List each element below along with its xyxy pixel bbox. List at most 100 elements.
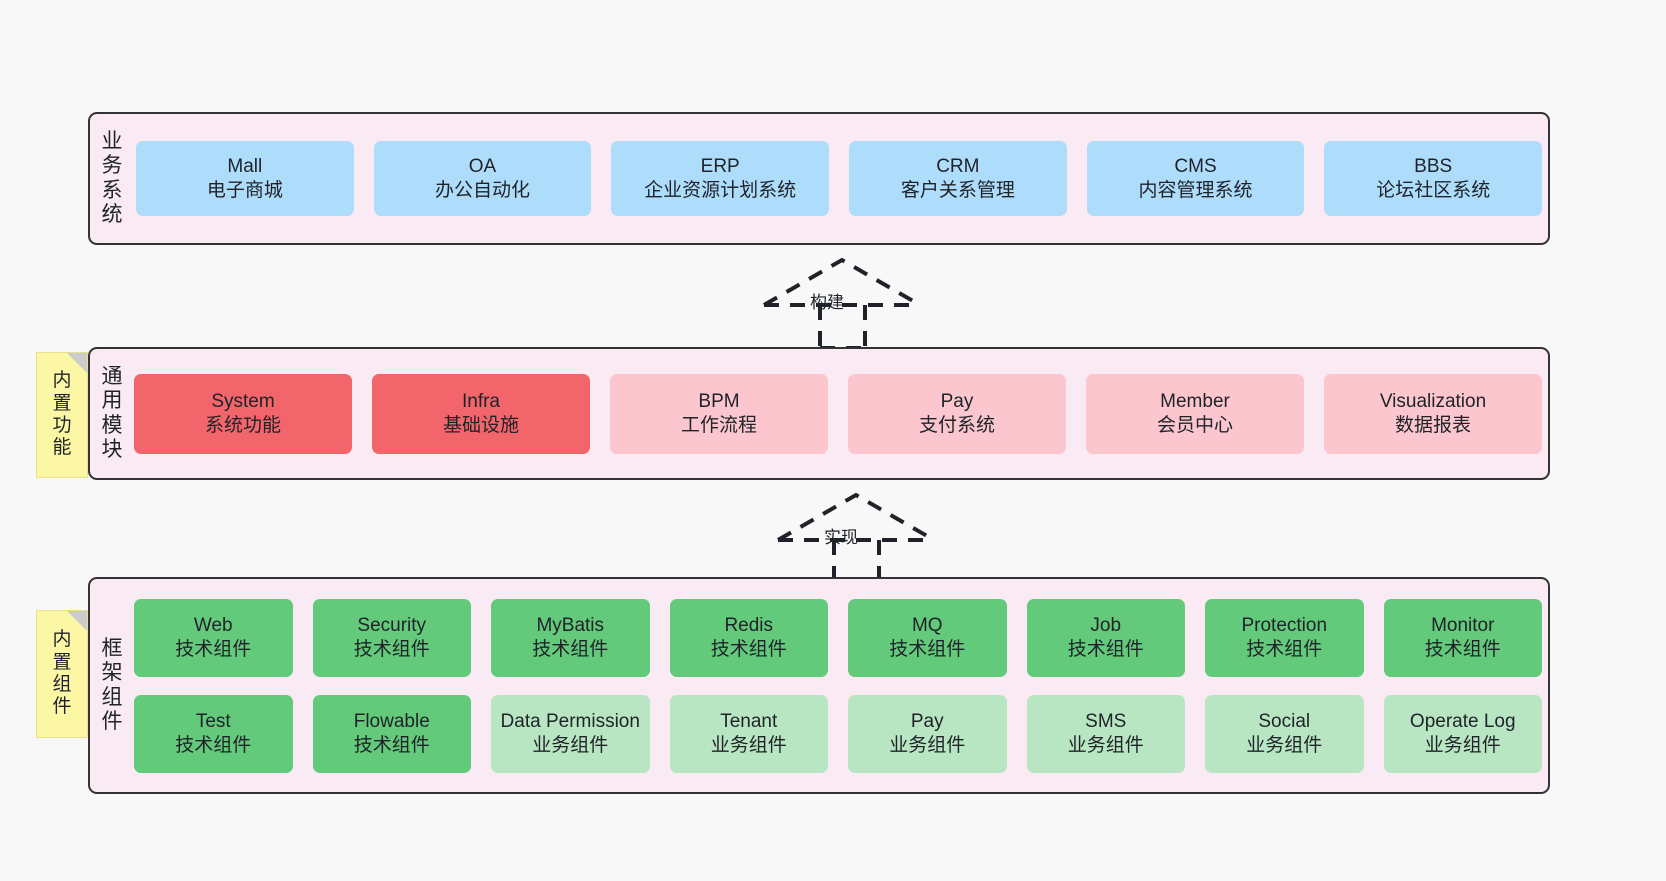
card-title-cn: 内容管理系统 (1138, 179, 1253, 201)
module-card-oa[interactable]: OA 办公自动化 (373, 141, 592, 216)
module-card-infra[interactable]: Infra 基础设施 (372, 373, 590, 454)
component-card-tenant[interactable]: Tenant 业务组件 (669, 694, 828, 773)
module-card-system[interactable]: System 系统功能 (134, 373, 352, 454)
layer-common-module: 通 用 模 块 System 系统功能 Infra 基础设施 BPM 工作流程 (88, 347, 1550, 480)
card-title-en: CMS (1174, 156, 1217, 178)
layer-label-char: 统 (101, 202, 123, 226)
module-card-mall[interactable]: Mall 电子商城 (136, 141, 354, 216)
component-card-operate-log[interactable]: Operate Log 业务组件 (1383, 694, 1542, 773)
layer-business-system: 业 务 系 统 Mall 电子商城 OA 办公自动化 ERP 企业资源计划系统 (88, 112, 1550, 245)
card-title-en: Job (1090, 615, 1122, 637)
module-card-erp[interactable]: ERP 企业资源计划系统 (611, 141, 830, 216)
layer-label-char: 块 (101, 437, 123, 461)
card-title-cn: 数据报表 (1394, 414, 1471, 436)
component-card-monitor[interactable]: Monitor 技术组件 (1383, 598, 1542, 677)
component-card-security[interactable]: Security 技术组件 (312, 598, 471, 677)
layer-label-char: 模 (101, 413, 123, 437)
module-card-member[interactable]: Member 会员中心 (1086, 373, 1304, 454)
component-card-mybatis[interactable]: MyBatis 技术组件 (491, 598, 650, 677)
card-title-cn: 业务组件 (889, 734, 966, 756)
card-title-en: Pay (940, 391, 974, 413)
component-card-test[interactable]: Test 技术组件 (134, 694, 293, 773)
card-title-en: Member (1160, 391, 1230, 413)
component-card-data-permission[interactable]: Data Permission 业务组件 (491, 694, 650, 773)
card-title-cn: 技术组件 (353, 638, 430, 660)
layer-label-char: 用 (101, 389, 123, 413)
card-title-cn: 办公自动化 (435, 179, 531, 201)
layer-label-char: 组 (101, 685, 123, 709)
component-card-mq[interactable]: MQ 技术组件 (848, 598, 1007, 677)
card-title-cn: 技术组件 (1246, 638, 1323, 660)
layer-body-common-module: System 系统功能 Infra 基础设施 BPM 工作流程 Pay 支付系统… (134, 349, 1548, 478)
connector-label-build: 构建 (810, 293, 844, 312)
card-title-cn: 会员中心 (1156, 414, 1233, 436)
card-title-cn: 技术组件 (710, 638, 787, 660)
card-title-en: Data Permission (500, 711, 640, 733)
note-fold-corner-icon (67, 353, 87, 373)
layer-label-common-module: 通 用 模 块 (90, 349, 134, 478)
note-label-char: 能 (52, 437, 72, 459)
module-card-bpm[interactable]: BPM 工作流程 (610, 373, 828, 454)
layer-label-char: 务 (101, 154, 123, 178)
card-row: Web 技术组件 Security 技术组件 MyBatis 技术组件 Redi… (134, 598, 1542, 677)
card-title-en: Security (357, 615, 427, 637)
layer-body-business-system: Mall 电子商城 OA 办公自动化 ERP 企业资源计划系统 CRM 客户关系… (134, 114, 1548, 243)
card-title-en: BPM (698, 391, 740, 413)
connector-build: 构建 (752, 252, 932, 350)
card-title-cn: 企业资源计划系统 (644, 179, 797, 201)
layer-label-char: 件 (101, 709, 123, 733)
card-title-en: MyBatis (536, 615, 605, 637)
component-card-sms[interactable]: SMS 业务组件 (1026, 694, 1185, 773)
sticky-note-builtin-component: 内 置 组 件 (36, 610, 88, 738)
connector-implement: 实现 (766, 487, 946, 585)
layer-label-char: 架 (101, 661, 123, 685)
card-title-en: MQ (911, 615, 943, 637)
card-title-en: SMS (1085, 711, 1127, 733)
component-card-pay[interactable]: Pay 业务组件 (848, 694, 1007, 773)
card-title-en: Visualization (1379, 391, 1487, 413)
card-title-cn: 论坛社区系统 (1376, 179, 1491, 201)
note-label-char: 置 (52, 651, 72, 673)
layer-label-business-system: 业 务 系 统 (90, 114, 134, 243)
card-title-cn: 业务组件 (532, 734, 609, 756)
module-card-cms[interactable]: CMS 内容管理系统 (1086, 141, 1305, 216)
card-title-cn: 技术组件 (532, 638, 609, 660)
card-title-cn: 电子商城 (206, 179, 283, 201)
card-title-cn: 技术组件 (175, 734, 252, 756)
layer-label-char: 业 (101, 129, 123, 153)
card-title-en: Monitor (1431, 615, 1495, 637)
card-title-en: Pay (910, 711, 944, 733)
card-title-cn: 技术组件 (889, 638, 966, 660)
component-card-redis[interactable]: Redis 技术组件 (669, 598, 828, 677)
layer-framework-component: 框 架 组 件 Web 技术组件 Security 技术组件 MyBatis 技… (88, 577, 1550, 794)
card-title-cn: 技术组件 (1067, 638, 1144, 660)
note-label-char: 内 (52, 629, 72, 651)
module-card-pay[interactable]: Pay 支付系统 (848, 373, 1066, 454)
component-card-social[interactable]: Social 业务组件 (1205, 694, 1364, 773)
note-label-char: 内 (52, 370, 72, 392)
module-card-crm[interactable]: CRM 客户关系管理 (849, 141, 1067, 216)
card-title-cn: 技术组件 (353, 734, 430, 756)
card-title-cn: 业务组件 (1246, 734, 1323, 756)
layer-label-framework-component: 框 架 组 件 (90, 579, 134, 792)
layer-label-char: 通 (101, 364, 123, 388)
card-title-cn: 系统功能 (204, 414, 281, 436)
card-title-en: BBS (1414, 156, 1453, 178)
card-row: Mall 电子商城 OA 办公自动化 ERP 企业资源计划系统 CRM 客户关系… (136, 141, 1543, 216)
card-title-en: Mall (227, 156, 263, 178)
note-fold-corner-icon (67, 611, 87, 631)
card-title-cn: 基础设施 (442, 414, 519, 436)
module-card-bbs[interactable]: BBS 论坛社区系统 (1324, 141, 1543, 216)
card-title-en: ERP (700, 156, 740, 178)
component-card-job[interactable]: Job 技术组件 (1026, 598, 1185, 677)
component-card-flowable[interactable]: Flowable 技术组件 (312, 694, 471, 773)
card-title-cn: 技术组件 (1424, 638, 1501, 660)
card-title-en: Flowable (353, 711, 430, 733)
component-card-web[interactable]: Web 技术组件 (134, 598, 293, 677)
card-title-en: System (211, 391, 275, 413)
card-title-cn: 技术组件 (175, 638, 252, 660)
component-card-protection[interactable]: Protection 技术组件 (1205, 598, 1364, 677)
module-card-visualization[interactable]: Visualization 数据报表 (1324, 373, 1542, 454)
note-label-char: 置 (52, 392, 72, 414)
